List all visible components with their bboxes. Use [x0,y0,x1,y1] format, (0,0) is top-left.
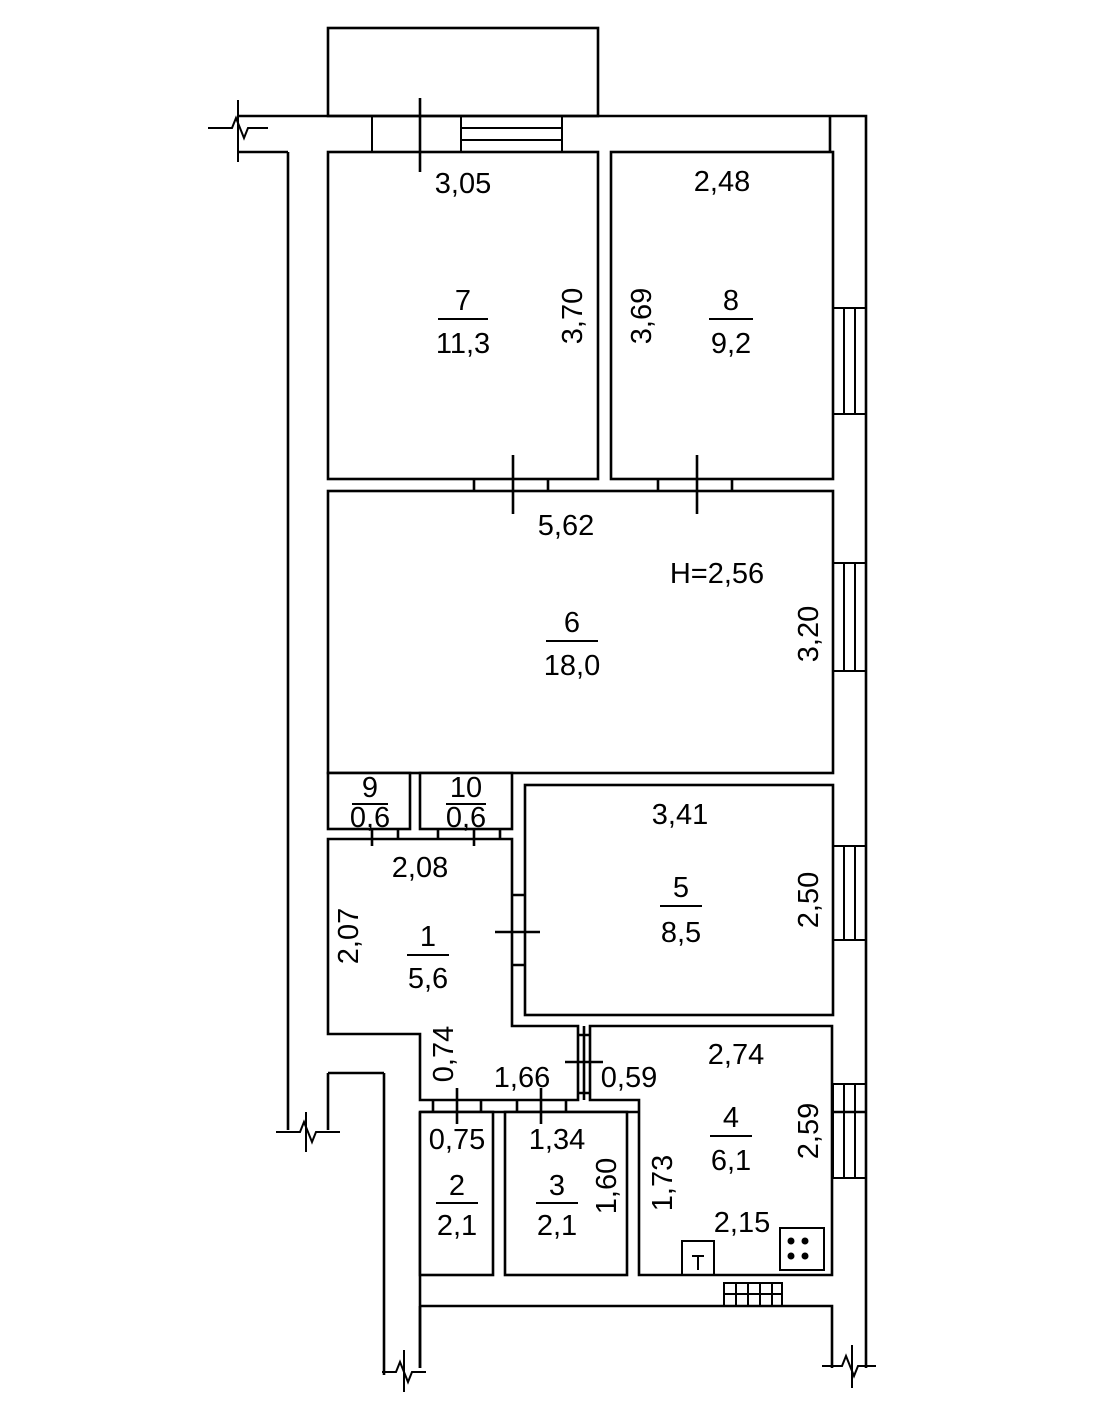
dim-r1-neck-width: 1,66 [494,1062,550,1094]
room-number: 9 [362,772,378,804]
window-room-5 [832,845,867,941]
door-room-7 [472,455,550,514]
room-number: 10 [450,772,482,804]
room-1 [326,837,580,1102]
room-5-label: 5 8,5 [660,872,702,949]
window-room-4 [832,1083,867,1179]
radiator-icon [723,1282,783,1307]
room-7 [326,150,600,481]
room-area: 2,1 [537,1210,577,1242]
room-area: 6,1 [711,1145,751,1177]
dim-r8-width: 2,48 [694,166,750,198]
dim-door-0-59: 0,59 [601,1062,657,1094]
dim-r6-width: 5,62 [538,510,594,542]
room-area: 0,6 [446,802,486,834]
dim-r4-width-top: 2,74 [708,1039,764,1071]
window-room-6 [832,562,867,672]
ceiling-height-label: H=2,56 [670,558,764,590]
dim-r5-width: 3,41 [652,799,708,831]
room-area: 2,1 [437,1210,477,1242]
room-area: 9,2 [711,328,751,360]
room-8 [609,150,835,481]
dim-r4-height-right: 2,59 [793,1103,825,1159]
room-3 [503,1110,629,1277]
room-number: 2 [449,1170,465,1202]
dim-r3-width: 1,34 [529,1124,585,1156]
door-room-10 [436,829,502,846]
room-5 [523,783,835,1017]
door-room-5 [495,893,540,967]
stove-icon [779,1227,825,1271]
break-mark-top-left [208,100,268,162]
room-1-label: 1 5,6 [407,921,449,995]
balcony-window-lines [461,127,562,141]
break-mark-left-mid [276,1112,340,1152]
room-area: 18,0 [544,650,600,682]
room-number: 5 [673,872,689,904]
room-2-label: 2 2,1 [436,1170,478,1242]
door-room-9 [370,829,400,846]
dim-r1-width: 2,08 [392,852,448,884]
room-area: 11,3 [436,328,490,360]
balcony-window [460,115,563,153]
door-room-8 [656,455,734,514]
window-room-8 [832,307,867,415]
door-room-4 [565,1026,603,1100]
room-number: 4 [723,1102,739,1134]
room-number: 7 [455,285,471,317]
balcony-door [371,116,563,152]
room-10-label: 10 0,6 [446,772,486,834]
dim-r5-height: 2,50 [793,872,825,928]
room-6 [326,489,835,775]
room-7-label: 7 11,3 [436,285,490,360]
room-area: 8,5 [661,917,701,949]
room-4 [588,1024,834,1277]
room-4-label: 4 6,1 [710,1102,752,1177]
room-10 [418,771,514,831]
room-number: 1 [420,921,436,953]
dim-r1-neck-height: 0,74 [428,1026,460,1082]
corridor-wall [382,1304,834,1375]
dim-r7-width: 3,05 [435,168,491,200]
dim-r1-height: 2,07 [333,908,365,964]
door-room-2 [431,1088,483,1124]
room-6-label: 6 18,0 [544,607,600,682]
room-number: 8 [723,285,739,317]
balcony [326,26,600,118]
room-8-label: 8 9,2 [709,285,753,360]
break-mark-bottom-right [822,1345,876,1388]
door-room-3 [515,1088,568,1124]
room-number: 6 [564,607,580,639]
sink-icon [681,1240,715,1276]
room-3-label: 3 2,1 [536,1170,578,1242]
dim-r8-height: 3,69 [626,288,658,344]
room-9-label: 9 0,6 [350,772,390,834]
dim-r2-width: 0,75 [429,1124,485,1156]
dim-r4-height-left: 1,73 [647,1155,679,1211]
dim-r6-height: 3,20 [793,606,825,662]
dim-r3-height: 1,60 [591,1158,623,1214]
room-area: 5,6 [408,963,448,995]
dim-r7-height: 3,70 [557,288,589,344]
break-mark-bottom-left [382,1350,426,1392]
room-9 [326,771,412,831]
room-area: 0,6 [350,802,390,834]
dim-r4-width-bottom: 2,15 [714,1207,770,1239]
room-number: 3 [549,1170,565,1202]
